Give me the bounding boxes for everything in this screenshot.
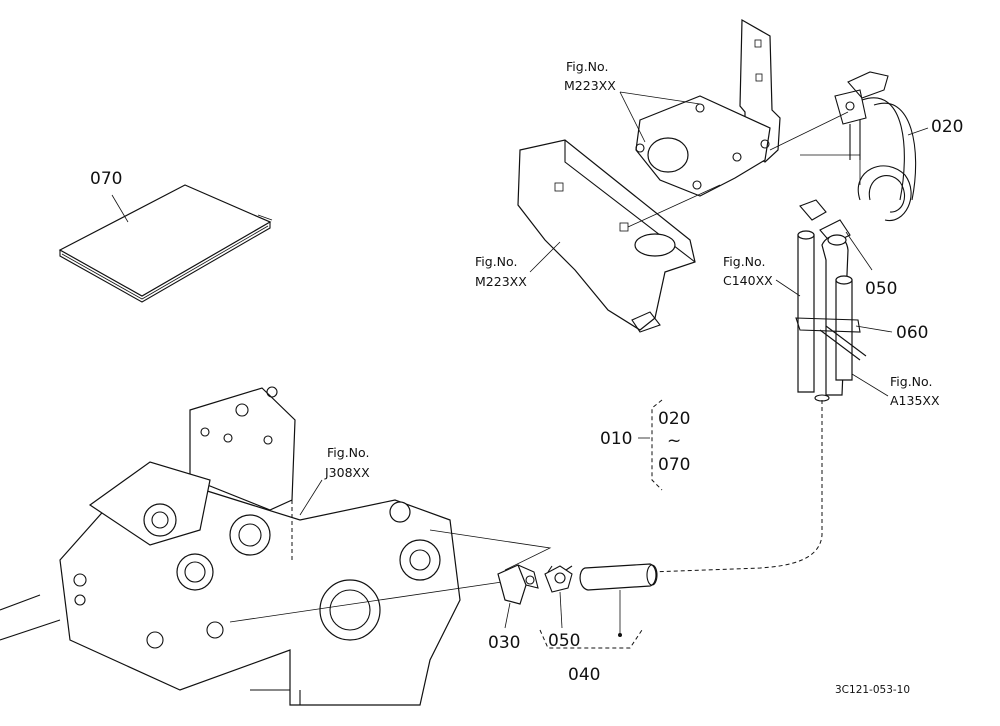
pipe-bundle: [795, 230, 867, 402]
group-040-dot: [618, 633, 622, 637]
label-010: 010: [600, 429, 632, 449]
figref-j308-title: Fig.No.: [327, 445, 369, 460]
leader-m223-bracket: [619, 91, 701, 105]
bolt-and-pipe: [834, 71, 917, 201]
figref-c140-title: Fig.No.: [723, 254, 765, 269]
figref-a135-code: A135XX: [890, 393, 940, 408]
figref-m223-bracket-title: Fig.No.: [566, 59, 608, 74]
figref-m223-bracket-code: M223XX: [564, 78, 616, 93]
group-bracket: [638, 399, 663, 491]
figref-m223-cover-title: Fig.No.: [475, 254, 517, 269]
mounting-bracket: [635, 18, 781, 197]
leader-block-to-elbow: [229, 581, 503, 623]
leader-060: [855, 325, 893, 333]
leader-bracket-to-cover: [627, 184, 721, 228]
leader-070: [111, 194, 129, 223]
figref-j308-code: J308XX: [324, 465, 370, 480]
label-070: 070: [90, 169, 122, 189]
leader-j308: [299, 479, 323, 516]
leader-m223-bracket-2: [619, 91, 646, 143]
hose-run: [649, 400, 823, 573]
valve-block: [0, 386, 461, 706]
label-040: 040: [568, 665, 600, 685]
group-040-bracket: [539, 629, 643, 649]
label-group-end: 070: [658, 455, 690, 475]
leader-030: [504, 602, 511, 629]
label-050-top: 050: [865, 279, 897, 299]
label-060: 060: [896, 323, 928, 343]
figref-c140-code: C140XX: [723, 273, 773, 288]
hose-loop: [769, 111, 912, 245]
leader-020: [907, 127, 929, 136]
leader-050-bottom: [559, 591, 563, 629]
label-050-bottom: 050: [548, 631, 580, 651]
label-020: 020: [931, 117, 963, 137]
figref-a135-title: Fig.No.: [890, 374, 932, 389]
leader-c140: [775, 279, 801, 297]
elbow-fitting: [497, 564, 539, 605]
leader-a135: [851, 373, 889, 397]
bottom-clamp: [544, 565, 573, 593]
manual-booklet: [58, 184, 273, 303]
drawing-code: 3C121-053-10: [835, 684, 910, 696]
label-group-start: 020: [658, 409, 690, 429]
label-group-tilde: ~: [667, 431, 681, 451]
leader-050-top: [845, 231, 873, 271]
leader-block-to-fitting: [429, 529, 552, 571]
cover-plate: [517, 139, 696, 333]
label-030: 030: [488, 633, 520, 653]
hose-sleeve: [579, 563, 658, 591]
figref-m223-cover-code: M223XX: [475, 274, 527, 289]
leader-m223-cover: [529, 241, 561, 273]
